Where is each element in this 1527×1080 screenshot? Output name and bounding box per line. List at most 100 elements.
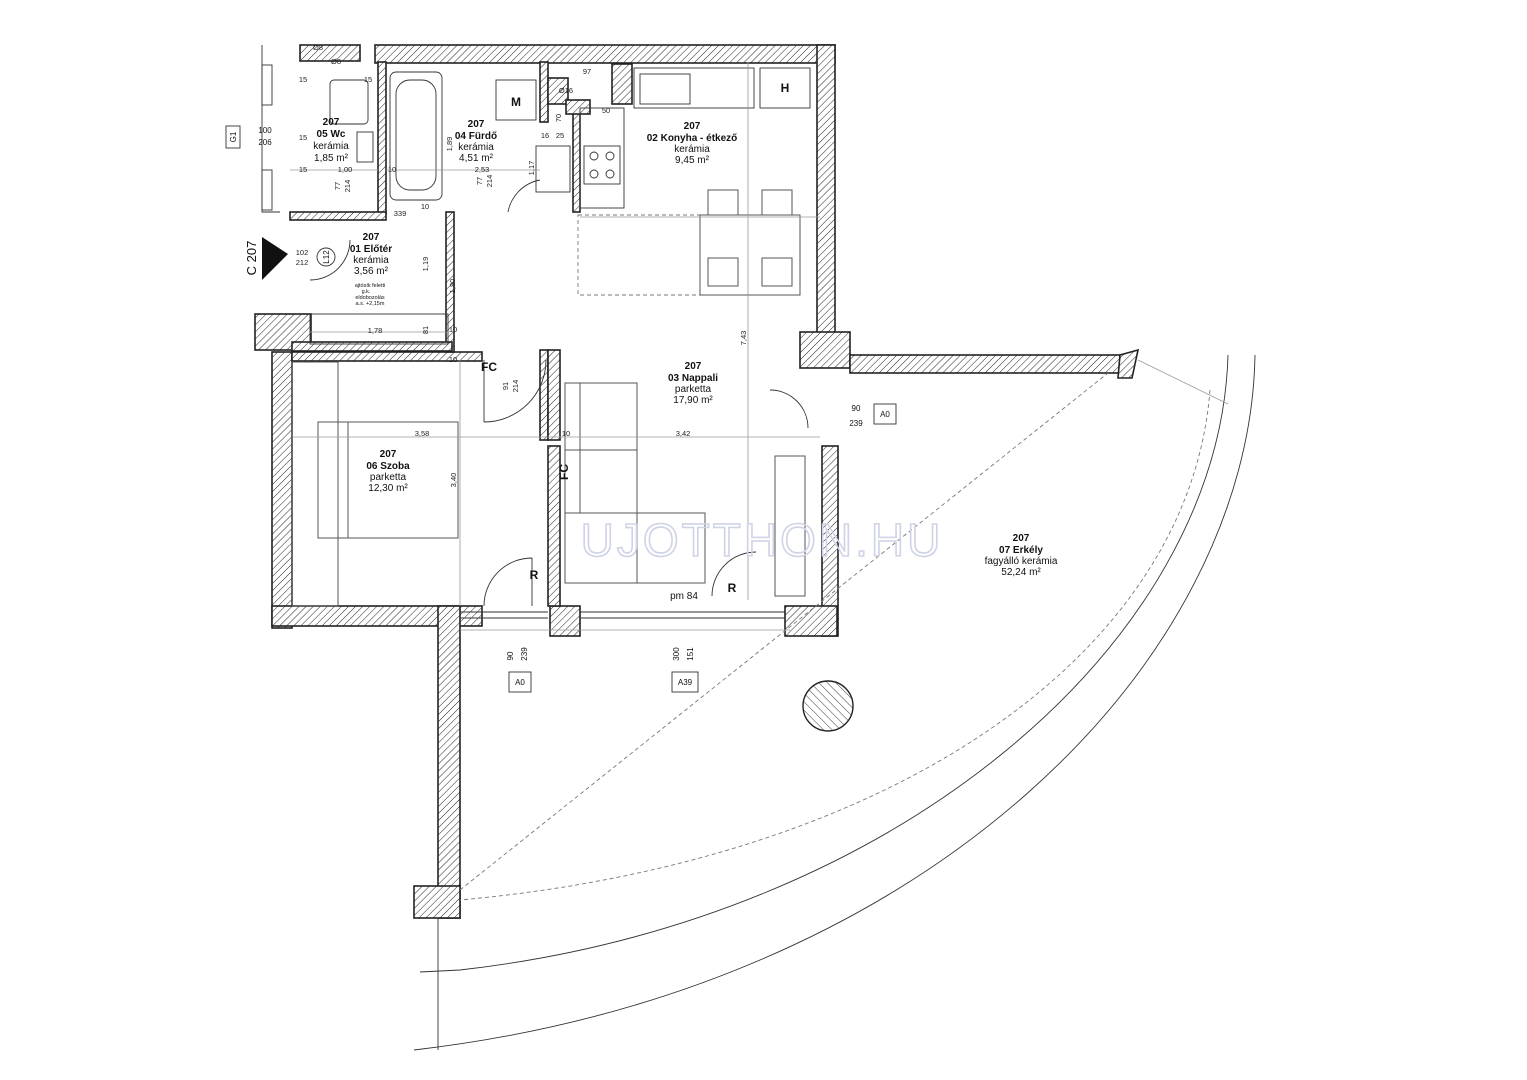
svg-text:1,00: 1,00 bbox=[338, 165, 353, 174]
svg-text:77: 77 bbox=[333, 182, 342, 190]
room-name: 06 Szoba bbox=[366, 461, 410, 472]
door-tag-a0-right: A0 90 239 bbox=[849, 403, 897, 428]
room-label-kitchen: 207 02 Konyha - étkező kerámia 9,45 m² bbox=[647, 121, 738, 166]
svg-text:151: 151 bbox=[686, 647, 695, 661]
svg-text:214: 214 bbox=[485, 175, 494, 188]
svg-text:25: 25 bbox=[556, 131, 564, 140]
svg-text:300: 300 bbox=[672, 647, 681, 661]
room-label-bathroom: 207 04 Fürdő kerámia 4,51 m² bbox=[455, 119, 497, 164]
parapet-height-label: pm 84 bbox=[670, 591, 698, 602]
svg-text:91: 91 bbox=[501, 382, 510, 390]
svg-text:50: 50 bbox=[602, 106, 610, 115]
svg-text:Ø8: Ø8 bbox=[313, 43, 323, 52]
room-label-hall: 207 01 Előtér kerámia 3,56 m² bbox=[350, 232, 392, 277]
svg-text:2,53: 2,53 bbox=[475, 165, 490, 174]
svg-text:10: 10 bbox=[449, 325, 457, 334]
svg-text:206: 206 bbox=[258, 138, 272, 147]
room-name: 01 Előtér bbox=[350, 244, 392, 255]
fan-coil-label-vertical: FC bbox=[557, 464, 571, 480]
svg-text:A0: A0 bbox=[515, 678, 525, 687]
room-name: 03 Nappali bbox=[668, 373, 718, 384]
room-area: 9,45 m² bbox=[675, 155, 710, 166]
entry-note: ajtósík feletti g.k. eldobozolás a.s. +2… bbox=[355, 283, 386, 307]
svg-text:81: 81 bbox=[421, 326, 430, 334]
svg-text:15: 15 bbox=[364, 75, 372, 84]
svg-text:ajtósík feletti: ajtósík feletti bbox=[355, 283, 386, 289]
svg-text:g.k.: g.k. bbox=[362, 289, 371, 295]
room-number: 207 bbox=[323, 117, 340, 128]
svg-text:15: 15 bbox=[299, 133, 307, 142]
radiator-label: R bbox=[728, 581, 737, 595]
svg-text:77: 77 bbox=[475, 177, 484, 185]
svg-text:eldobozolás: eldobozolás bbox=[355, 295, 385, 301]
svg-text:100: 100 bbox=[258, 126, 272, 135]
svg-text:7,43: 7,43 bbox=[739, 331, 748, 346]
room-area: 52,24 m² bbox=[1001, 567, 1041, 578]
room-number: 207 bbox=[1013, 533, 1030, 544]
svg-text:212: 212 bbox=[296, 258, 309, 267]
svg-text:214: 214 bbox=[343, 180, 352, 193]
door-size-fc: 91 214 bbox=[501, 380, 520, 393]
svg-text:1,80: 1,80 bbox=[448, 279, 457, 294]
room-floor: fagyálló kerámia bbox=[985, 556, 1058, 567]
svg-text:Ø8: Ø8 bbox=[331, 57, 341, 66]
svg-text:102: 102 bbox=[296, 248, 309, 257]
room-label-living: 207 03 Nappali parketta 17,90 m² bbox=[668, 361, 718, 406]
door-tag-a39: A39 300 151 bbox=[671, 647, 699, 693]
room-area: 1,85 m² bbox=[314, 153, 349, 164]
door-tag-a0-left: A0 90 239 bbox=[506, 647, 532, 693]
room-name: 07 Erkély bbox=[999, 545, 1043, 556]
svg-text:A0: A0 bbox=[880, 410, 890, 419]
door-tag-l12: L12 102 212 bbox=[296, 247, 336, 267]
dimension-labels: 1,00 2,53 1,78 7,43 3,58 3,42 3,40 1,19 … bbox=[299, 43, 748, 487]
walls bbox=[254, 44, 1140, 919]
room-name: 05 Wc bbox=[317, 129, 346, 140]
svg-text:10: 10 bbox=[562, 429, 570, 438]
svg-text:a.s. +2,15m: a.s. +2,15m bbox=[356, 301, 385, 307]
svg-text:15: 15 bbox=[299, 165, 307, 174]
room-floor: parketta bbox=[370, 472, 407, 483]
room-number: 207 bbox=[685, 361, 702, 372]
room-number: 207 bbox=[468, 119, 485, 130]
room-area: 17,90 m² bbox=[673, 395, 713, 406]
room-label-wc: 207 05 Wc kerámia 1,85 m² bbox=[313, 117, 349, 164]
svg-text:1,17: 1,17 bbox=[527, 161, 536, 176]
svg-text:239: 239 bbox=[520, 647, 529, 661]
outlines bbox=[261, 45, 1256, 1051]
watermark: UJOTTHON.HU bbox=[581, 514, 944, 566]
washing-machine-label: M bbox=[511, 95, 521, 109]
svg-text:339: 339 bbox=[394, 209, 407, 218]
svg-text:3,42: 3,42 bbox=[676, 429, 691, 438]
svg-text:3,58: 3,58 bbox=[415, 429, 430, 438]
svg-text:10: 10 bbox=[449, 355, 457, 364]
svg-text:Ø16: Ø16 bbox=[559, 86, 573, 95]
room-floor: kerámia bbox=[674, 144, 710, 155]
fan-coil-label: FC bbox=[481, 360, 497, 374]
room-name: 04 Fürdő bbox=[455, 131, 497, 142]
svg-text:90: 90 bbox=[852, 404, 861, 413]
room-area: 4,51 m² bbox=[459, 153, 494, 164]
room-label-balcony: 207 07 Erkély fagyálló kerámia 52,24 m² bbox=[985, 533, 1058, 578]
svg-text:97: 97 bbox=[583, 67, 591, 76]
room-number: 207 bbox=[363, 232, 380, 243]
svg-text:1,78: 1,78 bbox=[368, 326, 383, 335]
svg-text:90: 90 bbox=[506, 651, 515, 660]
room-area: 3,56 m² bbox=[354, 266, 389, 277]
fridge-label: H bbox=[781, 81, 790, 95]
door-size-wc: 77 214 bbox=[333, 180, 352, 193]
svg-text:1,19: 1,19 bbox=[421, 257, 430, 272]
room-floor: kerámia bbox=[313, 141, 349, 152]
door-tag-g1: G1 100 206 bbox=[225, 125, 272, 149]
svg-text:10: 10 bbox=[421, 202, 429, 211]
svg-text:15: 15 bbox=[299, 75, 307, 84]
svg-text:L12: L12 bbox=[322, 250, 331, 264]
room-number: 207 bbox=[380, 449, 397, 460]
room-label-bedroom: 207 06 Szoba parketta 12,30 m² bbox=[366, 449, 410, 494]
door-size-bath: 77 214 bbox=[475, 175, 494, 188]
radiator-label: R bbox=[530, 568, 539, 582]
room-floor: kerámia bbox=[353, 255, 389, 266]
room-name: 02 Konyha - étkező bbox=[647, 133, 738, 144]
room-floor: kerámia bbox=[458, 142, 494, 153]
svg-text:G1: G1 bbox=[229, 131, 238, 142]
